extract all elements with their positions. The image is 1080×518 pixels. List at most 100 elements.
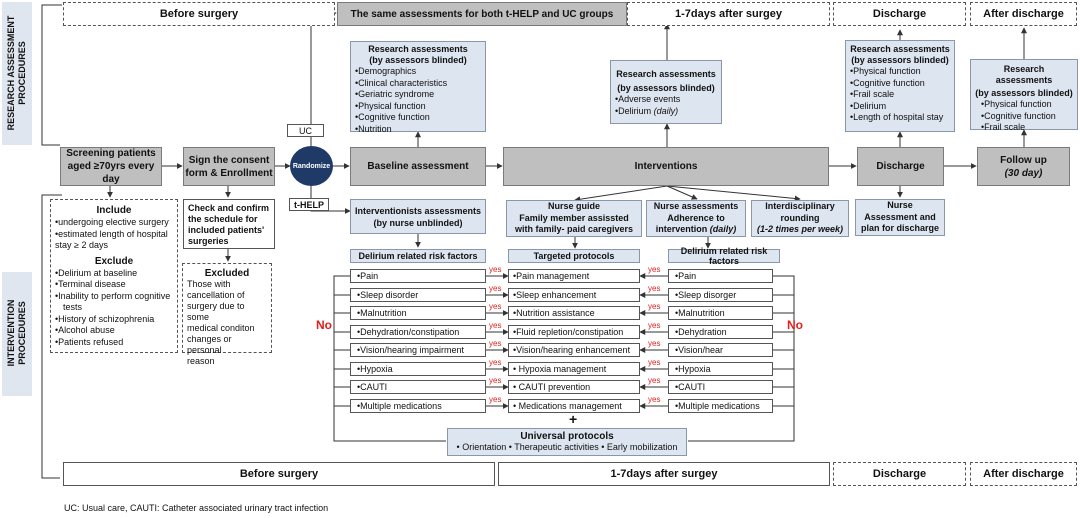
bottom-after-surgery: 1-7days after surgey — [498, 462, 830, 486]
nurse-discharge-box: Nurse Assessment and plan for discharge — [855, 199, 945, 236]
left-risk-item: Multiple medications — [350, 399, 486, 413]
research-item: Adverse events — [615, 94, 717, 106]
research-assessments-after-discharge: Research assessments (by assessors blind… — [970, 59, 1078, 132]
right-risk-item: Vision/hear — [668, 343, 773, 357]
yes-label: yes — [648, 339, 661, 348]
check-schedule-box: Check and confirm the schedule for inclu… — [183, 199, 275, 249]
yes-label: yes — [489, 395, 502, 404]
research-item: Frail scale — [850, 89, 950, 101]
yes-label: yes — [489, 339, 502, 348]
excluded-box: Excluded Those with cancellation of surg… — [182, 263, 272, 366]
top-before-surgery: Before surgery — [63, 2, 335, 26]
left-risk-item: Sleep disorder — [350, 288, 486, 302]
top-discharge: Discharge — [833, 2, 966, 26]
yes-label: yes — [648, 395, 661, 404]
exclude-item: Inability to perform cognitive — [55, 291, 173, 303]
right-risk-header: Delirium related risk factors — [668, 246, 780, 266]
right-risk-item: Malnutrition — [668, 306, 773, 320]
footnote: UC: Usual care, CAUTI: Catheter associat… — [64, 503, 329, 513]
yes-label: yes — [648, 302, 661, 311]
top-after-discharge: After discharge — [970, 2, 1077, 26]
research-item: Nutrition — [355, 124, 481, 136]
right-risk-item: Hypoxia — [668, 362, 773, 376]
research-item: Demographics — [355, 66, 481, 78]
include-item: estimated length of hospital — [55, 229, 173, 241]
right-risk-item: CAUTI — [668, 380, 773, 394]
research-item: Delirium — [850, 101, 950, 113]
research-item: Physical function — [355, 101, 481, 113]
protocol-item: •Fluid repletion/constipation — [508, 325, 640, 339]
exclude-item: Terminal disease — [55, 279, 173, 291]
nurse-guide-box: Nurse guide Family member assissted with… — [506, 200, 642, 237]
yes-label: yes — [648, 284, 661, 293]
yes-label: yes — [489, 376, 502, 385]
left-risk-item: Hypoxia — [350, 362, 486, 376]
research-assessments-baseline: Research assessments (by assessors blind… — [350, 41, 486, 134]
consent-enrollment-box: Sign the consent form & Enrollment — [183, 147, 275, 186]
left-risk-item: Pain — [350, 269, 486, 283]
targeted-protocols-header: Targeted protocols — [508, 249, 640, 263]
baseline-assessment-box: Baseline assessment — [350, 147, 486, 186]
research-procedures-label: RESEARCH ASSESSMENT PROCEDURES — [6, 15, 27, 131]
interventions-box: Interventions — [503, 147, 829, 186]
inclusion-exclusion-box: Include undergoing elective surgery esti… — [50, 199, 178, 353]
uc-label: UC — [287, 124, 324, 137]
protocol-item: •Sleep enhancement — [508, 288, 640, 302]
interdisciplinary-rounding-box: Interdisciplinary rounding (1-2 times pe… — [751, 200, 849, 237]
right-risk-item: Pain — [668, 269, 773, 283]
exclude-item-cont: tests — [63, 302, 83, 312]
research-item: Length of hospital stay — [850, 112, 950, 124]
research-item: Cognitive function — [850, 78, 950, 90]
bottom-discharge: Discharge — [833, 462, 966, 486]
thelp-label: t-HELP — [289, 198, 329, 211]
yes-label: yes — [489, 358, 502, 367]
no-label-left: No — [316, 318, 332, 332]
research-assessments-discharge: Research assessments (by assessors blind… — [845, 40, 955, 132]
right-risk-item: Multiple medications — [668, 399, 773, 413]
nurse-adherence-box: Nurse assessments Adherence to intervent… — [646, 200, 746, 237]
right-risk-item: Dehydration — [668, 325, 773, 339]
right-risk-item: Sleep disorger — [668, 288, 773, 302]
left-risk-item: Dehydration/constipation — [350, 325, 486, 339]
protocol-item: •Nutrition assistance — [508, 306, 640, 320]
research-item: Physical function — [850, 66, 950, 78]
research-item: Physical function — [981, 99, 1073, 111]
intervention-procedures-sidebar: INTERVENTION PROCEDURES — [2, 272, 32, 396]
research-procedures-sidebar: RESEARCH ASSESSMENT PROCEDURES — [2, 2, 32, 145]
research-assessments-post-surgery: Research assessments (by assessors blind… — [610, 60, 722, 124]
bottom-after-discharge: After discharge — [970, 462, 1077, 486]
intervention-procedures-label: INTERVENTION PROCEDURES — [6, 299, 27, 367]
follow-up-box: Follow up (30 day) — [977, 147, 1070, 186]
interventionists-assessments-box: Interventionists assessments (by nurse u… — [350, 199, 486, 234]
yes-label: yes — [648, 358, 661, 367]
left-risk-header: Delirium related risk factors — [350, 249, 486, 263]
research-item: Cognitive function — [981, 111, 1073, 123]
protocol-item: • CAUTI prevention — [508, 380, 640, 394]
bottom-before-surgery: Before surgery — [63, 462, 495, 486]
left-risk-item: CAUTI — [350, 380, 486, 394]
left-risk-item: Malnutrition — [350, 306, 486, 320]
yes-label: yes — [648, 376, 661, 385]
randomize-node: Randomize — [290, 146, 333, 186]
left-risk-item: Vision/hearing impairment — [350, 343, 486, 357]
yes-label: yes — [489, 302, 502, 311]
include-item: undergoing elective surgery — [55, 217, 173, 229]
universal-protocols-box: Universal protocols • Orientation • Ther… — [447, 428, 687, 456]
research-item: Delirium (daily) — [615, 106, 717, 118]
top-same-assessments: The same assessments for both t-HELP and… — [337, 2, 627, 26]
yes-label: yes — [489, 265, 502, 274]
plus-sign: + — [569, 411, 578, 427]
yes-label: yes — [648, 265, 661, 274]
no-label-right: No — [787, 318, 803, 332]
research-item: Frail scale — [981, 122, 1073, 134]
protocol-item: •Pain management — [508, 269, 640, 283]
research-item: Clinical characteristics — [355, 78, 481, 90]
screening-patients-box: Screening patients aged ≥70yrs every day — [60, 147, 162, 186]
research-item: Geriatric syndrome — [355, 89, 481, 101]
include-item-cont: stay ≥ 2 days — [55, 240, 108, 250]
discharge-box: Discharge — [857, 147, 944, 186]
yes-label: yes — [489, 284, 502, 293]
research-item: Cognitive function — [355, 112, 481, 124]
protocol-item: •Vision/hearing enhancement — [508, 343, 640, 357]
